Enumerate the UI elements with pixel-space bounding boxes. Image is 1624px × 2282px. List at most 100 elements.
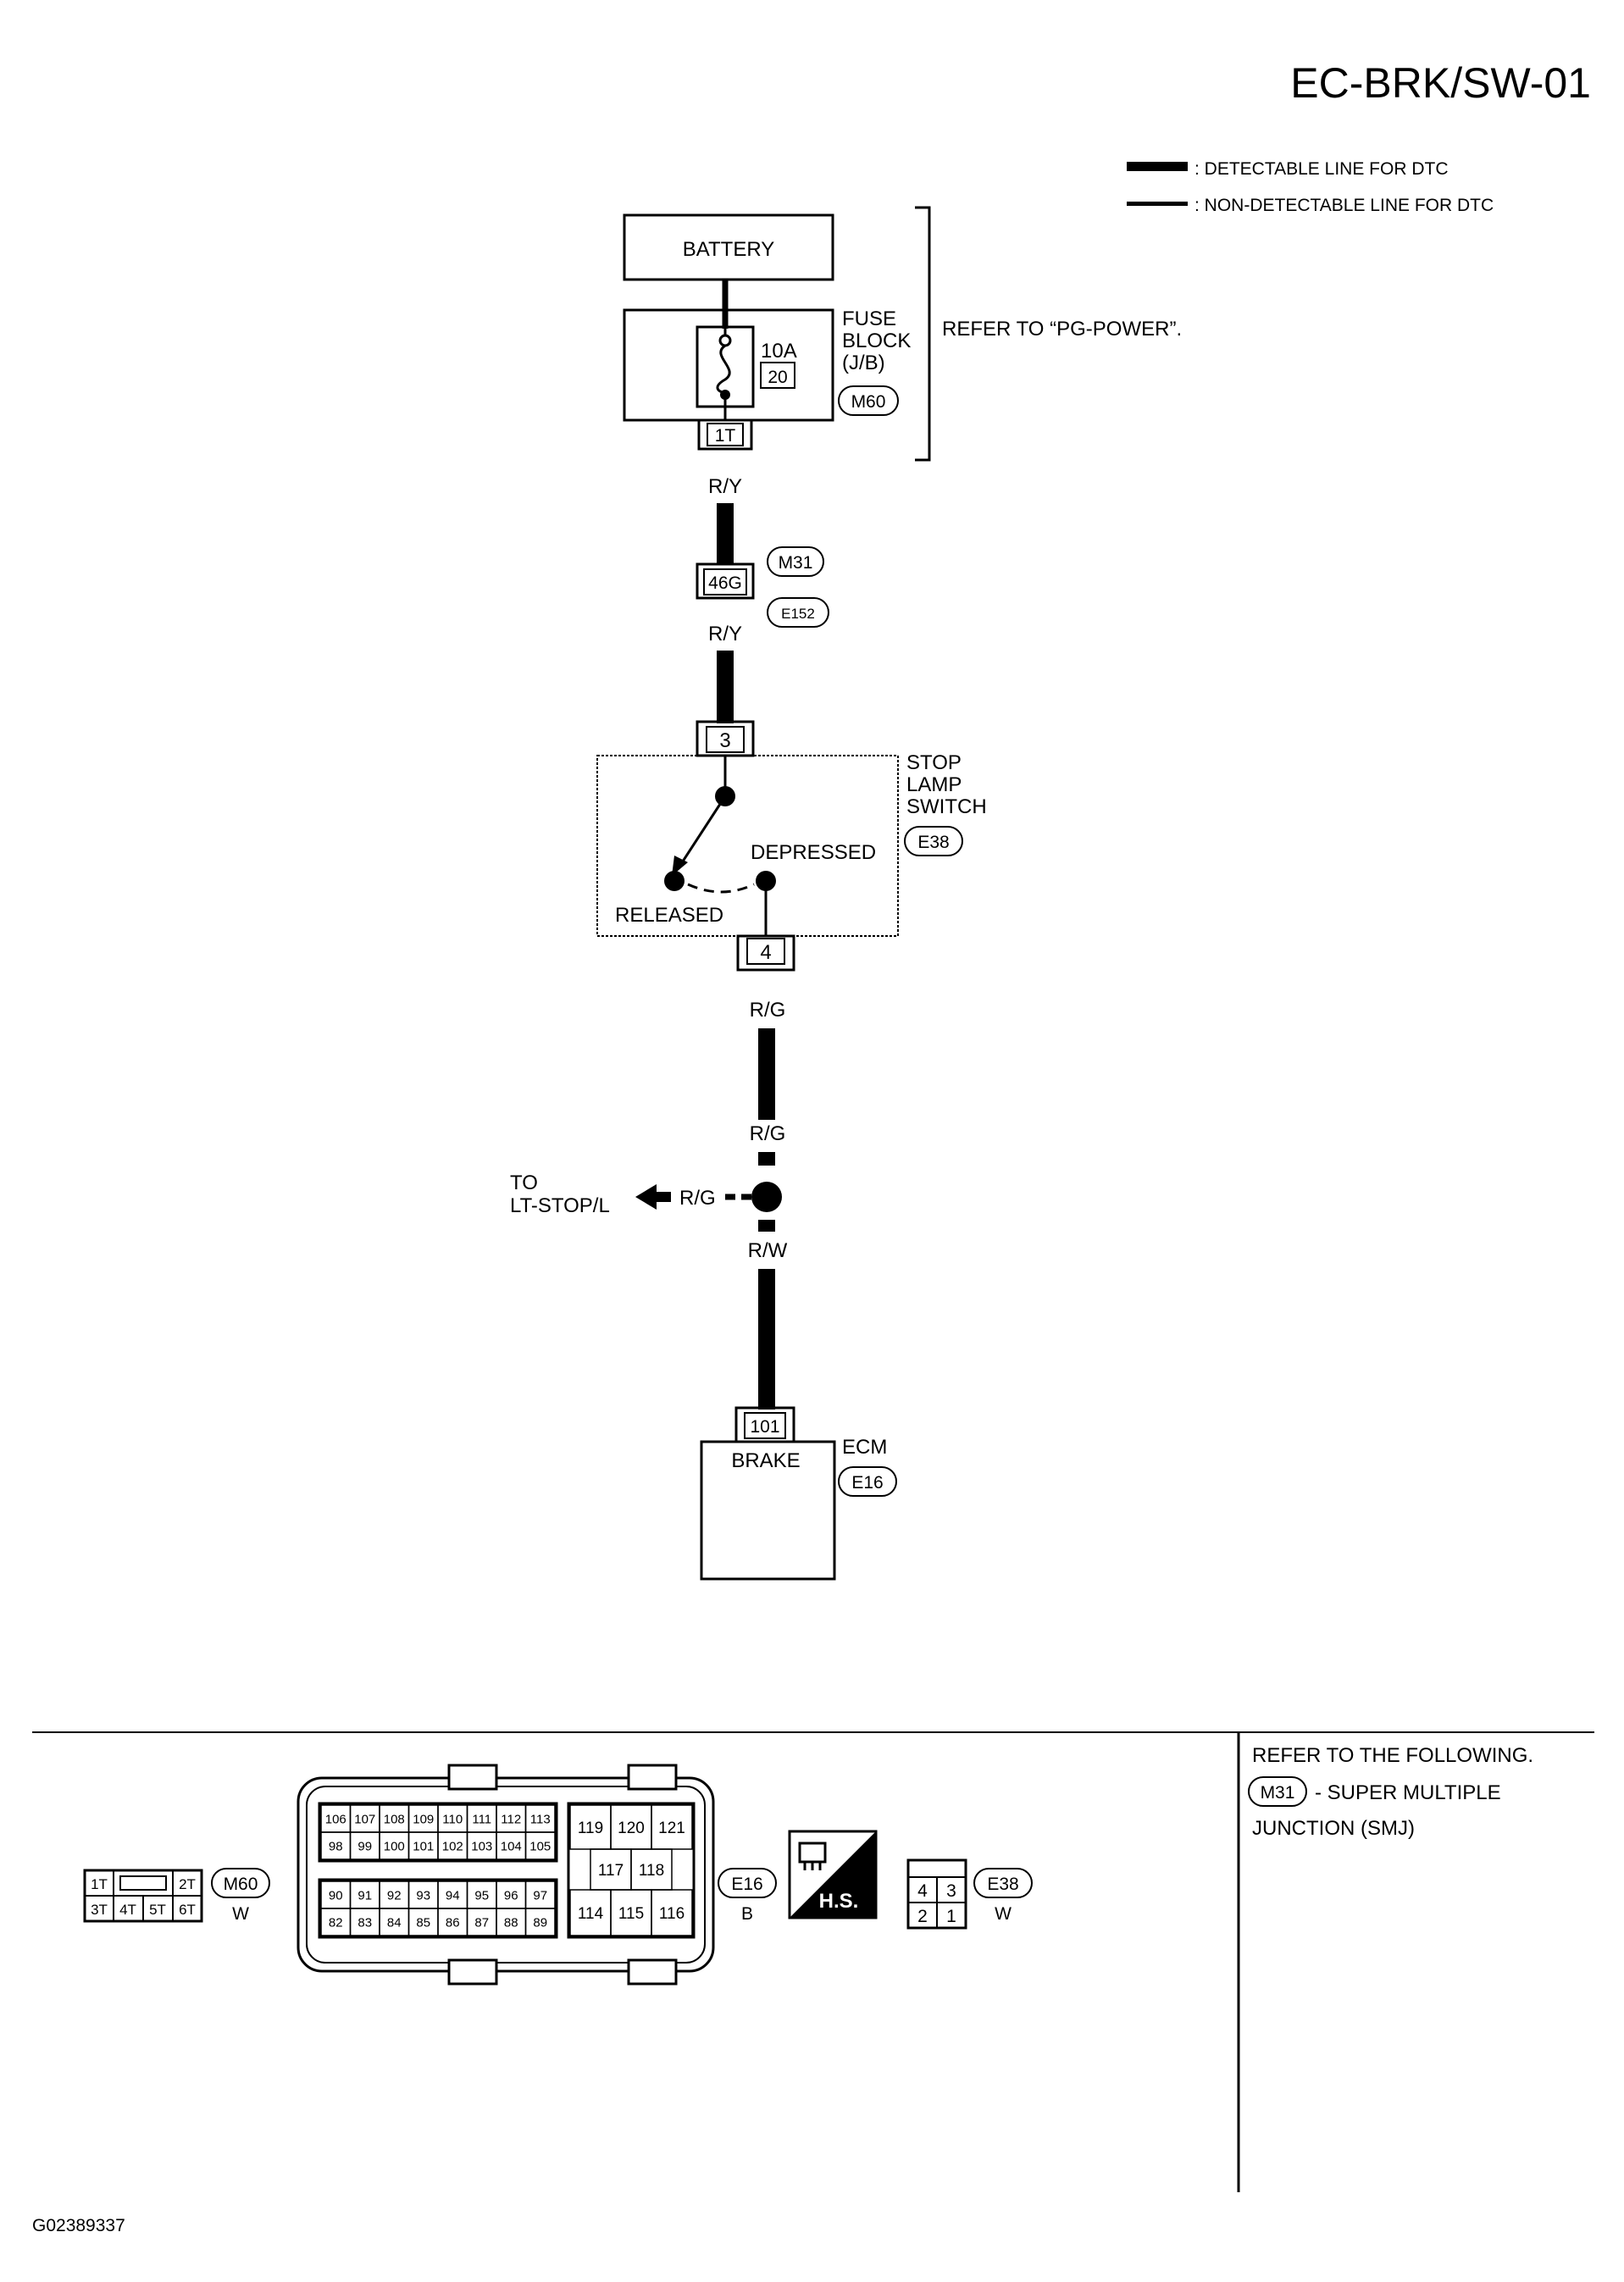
e16-pin: 88 bbox=[504, 1915, 518, 1930]
e16-pin: 117 bbox=[598, 1862, 624, 1880]
refer-note-line2: - SUPER MULTIPLE bbox=[1315, 1781, 1501, 1804]
fuse-block-label-3: (J/B) bbox=[842, 352, 885, 374]
e16-pin: 121 bbox=[658, 1820, 685, 1837]
legend-detectable-label: : DETECTABLE LINE FOR DTC bbox=[1194, 159, 1449, 179]
legend-detectable-swatch bbox=[1127, 162, 1188, 171]
switch-label-1: STOP bbox=[906, 751, 962, 774]
e16-pin: 120 bbox=[618, 1820, 645, 1837]
hs-label: H.S. bbox=[819, 1890, 859, 1913]
fuse-number: 20 bbox=[768, 368, 787, 387]
e16-pin: 92 bbox=[387, 1888, 402, 1903]
e16-pin: 86 bbox=[446, 1915, 460, 1930]
e16-pin: 112 bbox=[501, 1812, 521, 1826]
stop-lamp-switch: DEPRESSED RELEASED bbox=[596, 755, 899, 937]
switch-state-released: RELEASED bbox=[615, 904, 723, 927]
e16-pin: 84 bbox=[387, 1915, 402, 1930]
wire-label-ry-top: R/Y bbox=[708, 475, 742, 498]
e16-pin-cell bbox=[651, 1889, 693, 1936]
m60-pin: 2T bbox=[179, 1876, 196, 1892]
m60-pin: 6T bbox=[179, 1902, 196, 1918]
branch-label-1: TO bbox=[510, 1171, 538, 1194]
fuse-block-connector: M60 bbox=[851, 392, 886, 412]
fuse-block-label-1: FUSE bbox=[842, 307, 896, 330]
e16-pin: 98 bbox=[329, 1839, 343, 1853]
m60-id: M60 bbox=[224, 1875, 258, 1894]
refer-bracket bbox=[915, 206, 931, 462]
e16-pin: 95 bbox=[474, 1888, 489, 1903]
e16-pin: 110 bbox=[442, 1812, 463, 1826]
e16-pin: 115 bbox=[618, 1905, 644, 1923]
smj-connector-top: M31 bbox=[779, 553, 813, 573]
e16-pin: 90 bbox=[329, 1888, 343, 1903]
e16-pin: 107 bbox=[354, 1812, 375, 1826]
refer-note-connector: M31 bbox=[1261, 1783, 1295, 1803]
branch-label-2: LT-STOP/L bbox=[510, 1194, 610, 1217]
switch-lever bbox=[676, 795, 727, 870]
m60-pin: 4T bbox=[119, 1902, 136, 1918]
e16-pin: 103 bbox=[471, 1839, 492, 1853]
fuse-icon bbox=[716, 344, 731, 395]
hs-symbol: H.S. bbox=[788, 1830, 878, 1919]
e16-pin: 99 bbox=[358, 1839, 372, 1853]
e16-pin: 113 bbox=[530, 1812, 551, 1826]
m60-pin: 3T bbox=[91, 1902, 108, 1918]
switch-terminal-out: 4 bbox=[760, 941, 771, 964]
fuse-block-connector-badge bbox=[838, 385, 899, 416]
wire-ry-upper bbox=[717, 503, 734, 564]
smj-connector: 46G M31 E152 bbox=[696, 546, 829, 628]
wire-label-ry-mid: R/Y bbox=[708, 623, 742, 645]
e16-pin: 94 bbox=[446, 1888, 460, 1903]
switch-label-2: LAMP bbox=[906, 773, 962, 796]
e16-pin: 102 bbox=[442, 1839, 463, 1853]
e38-pin: 1 bbox=[946, 1907, 956, 1926]
ecm: 101 BRAKE ECM E16 bbox=[700, 1406, 897, 1581]
smj-connector-bottom: E152 bbox=[781, 606, 815, 622]
refer-pg-power: REFER TO “PG-POWER”. bbox=[942, 318, 1182, 341]
wire-label-rw: R/W bbox=[748, 1239, 788, 1262]
battery-label: BATTERY bbox=[683, 238, 774, 261]
splice-point bbox=[751, 1182, 782, 1212]
ecm-signal: BRAKE bbox=[731, 1449, 800, 1472]
m60-pin: 5T bbox=[149, 1902, 166, 1918]
e16-pin: 105 bbox=[529, 1839, 551, 1853]
fuse-block-label-2: BLOCK bbox=[842, 330, 911, 352]
e16-pin: 114 bbox=[578, 1905, 604, 1923]
e16-pin: 106 bbox=[325, 1812, 346, 1826]
e16-pin-cell bbox=[524, 1831, 556, 1860]
fuse-rating: 10A bbox=[761, 340, 797, 363]
ecm-label: ECM bbox=[842, 1436, 887, 1459]
e38-pin: 3 bbox=[946, 1881, 956, 1901]
page-title: EC-BRK/SW-01 bbox=[1290, 59, 1591, 107]
legend: : DETECTABLE LINE FOR DTC : NON-DETECTAB… bbox=[1127, 159, 1494, 215]
switch-label-3: SWITCH bbox=[906, 795, 987, 818]
figure-id: G02389337 bbox=[32, 2216, 125, 2235]
wire-ry-lower bbox=[717, 651, 734, 723]
ecm-terminal: 101 bbox=[750, 1417, 779, 1437]
e16-pin: 89 bbox=[533, 1915, 547, 1930]
refer-note-line3: JUNCTION (SMJ) bbox=[1252, 1817, 1415, 1840]
m60-pin: 1T bbox=[91, 1876, 108, 1892]
e16-id: E16 bbox=[731, 1875, 762, 1894]
m60-color: W bbox=[232, 1904, 249, 1924]
e16-pin: 116 bbox=[659, 1905, 685, 1923]
ecm-connector: E16 bbox=[851, 1473, 883, 1493]
e16-pin: 83 bbox=[358, 1915, 372, 1930]
fuse-terminal: 1T bbox=[715, 426, 736, 446]
e16-pin: 118 bbox=[639, 1862, 664, 1880]
wire-rw bbox=[758, 1269, 775, 1410]
legend-non-detectable-swatch bbox=[1127, 202, 1188, 206]
battery: BATTERY bbox=[623, 213, 834, 281]
e38-color: W bbox=[995, 1904, 1012, 1924]
connector-m60: 1T 2T 3T 4T 5T 6T M60 W bbox=[83, 1868, 270, 1924]
switch-terminal-in: 3 bbox=[719, 729, 730, 752]
e16-pin: 111 bbox=[472, 1812, 491, 1826]
e16-pin: 104 bbox=[501, 1839, 522, 1853]
fuse-block: 10A 20 FUSE BLOCK (J/B) M60 1T bbox=[623, 307, 911, 451]
refer-note-line1: REFER TO THE FOLLOWING. bbox=[1252, 1744, 1533, 1767]
e16-pin-cell bbox=[524, 1908, 556, 1936]
switch-state-depressed: DEPRESSED bbox=[751, 841, 876, 864]
e16-pin: 100 bbox=[384, 1839, 405, 1853]
e16-pin: 93 bbox=[416, 1888, 430, 1903]
e16-pin: 91 bbox=[358, 1888, 372, 1903]
